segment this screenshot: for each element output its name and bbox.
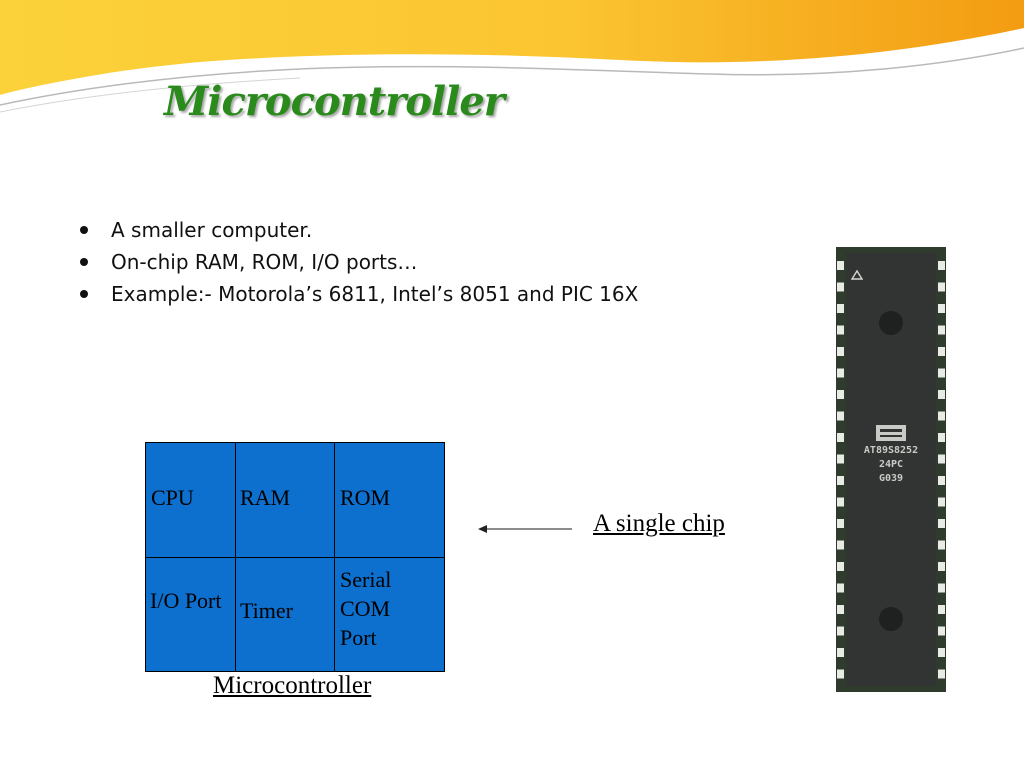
chip-pin — [938, 390, 945, 399]
chip-pin — [938, 411, 945, 421]
chip-pin — [837, 261, 844, 270]
chip-pin — [837, 519, 844, 528]
chip-pin — [837, 411, 844, 421]
chip-pin — [938, 648, 945, 657]
chip-pin — [938, 261, 945, 270]
chip-pin — [938, 282, 945, 292]
timer-block: Timer — [240, 598, 293, 623]
chip-photo: AT89S8252 24PC G039 — [836, 247, 946, 692]
chip-pin — [938, 626, 945, 636]
microcontroller-block-diagram: CPU RAM ROM I/O Port Timer Serial COM Po… — [145, 442, 445, 672]
chip-pin — [837, 626, 844, 636]
chip-pin — [837, 304, 844, 313]
chip-pin — [837, 648, 844, 657]
chip-pin — [837, 454, 844, 464]
chip-pin — [837, 669, 844, 679]
chip-pin — [938, 476, 945, 485]
chip-pin — [837, 347, 844, 356]
diagram-caption: Microcontroller — [213, 672, 372, 699]
arrow-left-icon — [478, 525, 572, 533]
chip-illustration — [836, 247, 946, 692]
chip-marking-line: G039 — [878, 473, 904, 484]
serial-line: Serial — [340, 567, 392, 592]
chip-pin — [938, 433, 945, 442]
chip-pin — [938, 304, 945, 313]
chip-pin — [938, 519, 945, 528]
single-chip-label: A single chip — [593, 510, 725, 537]
bullet-item: A smaller computer. — [70, 214, 638, 246]
bullet-dot-icon — [80, 290, 88, 298]
grid-divider — [146, 557, 444, 558]
chip-pin — [837, 433, 844, 442]
chip-pin — [938, 347, 945, 356]
header-wave-decoration — [0, 0, 1024, 113]
bullet-dot-icon — [80, 258, 88, 266]
chip-pin — [837, 390, 844, 399]
chip-pin — [837, 368, 844, 378]
cpu-block: CPU — [151, 485, 194, 510]
chip-pin — [938, 497, 945, 507]
chip-pin — [938, 454, 945, 464]
chip-pin — [837, 583, 844, 593]
chip-pin — [938, 540, 945, 550]
bullet-text: A smaller computer. — [111, 218, 313, 242]
chip-pin — [938, 605, 945, 614]
bullet-dot-icon — [80, 226, 88, 234]
bullet-text: On-chip RAM, ROM, I/O ports… — [111, 250, 418, 274]
serial-line: Port — [340, 625, 377, 650]
serial-com-port-block: Serial COM Port — [340, 565, 391, 652]
ram-block: RAM — [240, 485, 291, 510]
bullet-item: Example:- Motorola’s 6811, Intel’s 8051 … — [70, 278, 638, 310]
chip-pin — [837, 325, 844, 335]
chip-marking-line: 24PC — [878, 459, 904, 470]
chip-pin — [938, 562, 945, 571]
bullet-list: A smaller computer. On-chip RAM, ROM, I/… — [70, 214, 638, 310]
bullet-text: Example:- Motorola’s 6811, Intel’s 8051 … — [111, 282, 639, 306]
chip-pin — [837, 540, 844, 550]
chip-pin — [837, 562, 844, 571]
chip-pin — [837, 605, 844, 614]
chip-pin — [837, 476, 844, 485]
chip-pin — [938, 669, 945, 679]
serial-line: COM — [340, 596, 391, 621]
chip-pin — [938, 368, 945, 378]
chip-pin — [938, 583, 945, 593]
io-port-block: I/O Port — [150, 588, 222, 613]
rom-block: ROM — [340, 485, 391, 510]
chip-pin — [837, 497, 844, 507]
slide-title: Microcontroller — [164, 78, 505, 125]
chip-marking-line: AT89S8252 — [863, 445, 919, 456]
bullet-item: On-chip RAM, ROM, I/O ports… — [70, 246, 638, 278]
chip-pin — [837, 282, 844, 292]
chip-pin — [938, 325, 945, 335]
